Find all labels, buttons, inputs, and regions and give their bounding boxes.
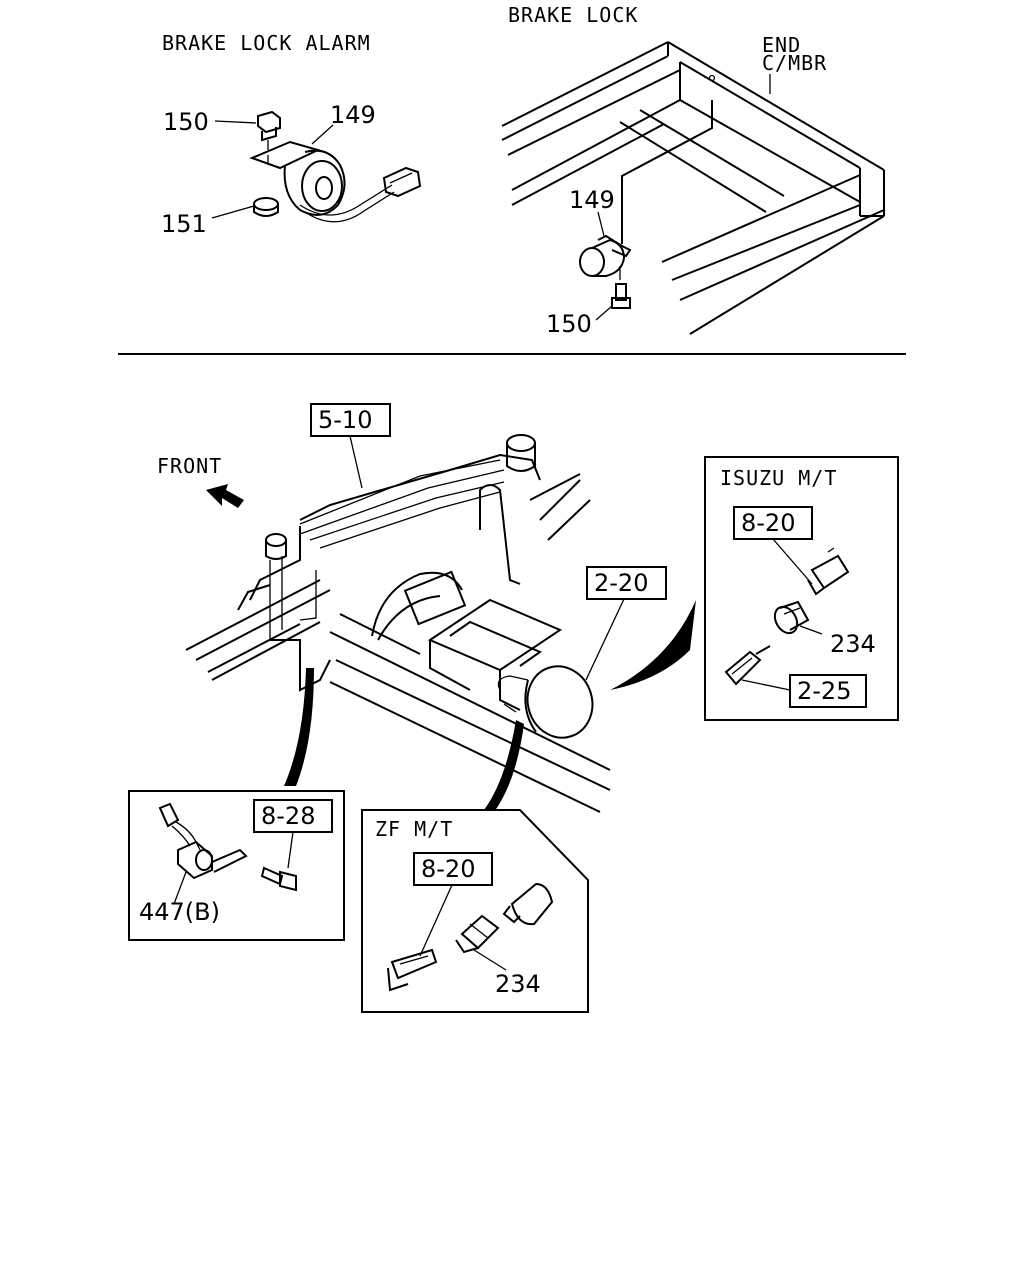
frame-ref-leader (349, 435, 363, 489)
alarm-bolt-leader (214, 120, 257, 124)
switch-unit-number: 447(B) (139, 898, 220, 926)
zf-ref-box (413, 852, 493, 886)
brake-lock-title: BRAKE LOCK (508, 3, 638, 27)
brake-lock-section: BRAKE LOCK END C/MBR (501, 3, 885, 338)
switch-callout-pointer (284, 668, 314, 786)
isuzu-ref-top-text: 8-20 (741, 509, 795, 537)
isuzu-connector-drawing (807, 547, 850, 596)
alarm-nut-drawing (253, 197, 279, 217)
zf-ref-leader (419, 884, 453, 957)
zf-ref-text: 8-20 (421, 855, 475, 883)
front-label: FRONT (157, 454, 222, 478)
isuzu-ref-top-leader (772, 538, 813, 585)
alarm-bolt-drawing (257, 110, 281, 165)
alarm-unit-number: 149 (330, 101, 376, 129)
transmission-drawing (371, 570, 594, 739)
switch-unit-drawing (158, 802, 248, 880)
lock-bolt-drawing (611, 266, 631, 309)
switch-bolt-drawing (260, 866, 297, 892)
transmission-ref-text: 2-20 (594, 569, 648, 597)
zf-sensor-number: 234 (495, 970, 541, 998)
chassis-frame-drawing (185, 453, 611, 813)
end-cmbr-label-line2: C/MBR (762, 51, 827, 75)
alarm-nut-leader (211, 205, 255, 219)
alarm-unit-leader (311, 124, 334, 145)
switch-ref-text: 8-28 (261, 802, 315, 830)
switch-ref-leader (287, 831, 294, 869)
frame-crossmember-drawing (501, 41, 885, 335)
brake-lines-drawing (265, 434, 536, 640)
isuzu-mt-title: ISUZU M/T (720, 466, 837, 490)
switch-ref-box (253, 799, 333, 833)
lock-bolt-leader (595, 305, 613, 321)
isuzu-sensor-drawing (773, 600, 810, 635)
isuzu-sensor-leader (799, 625, 823, 635)
front-arrow-icon (206, 484, 244, 508)
alarm-bolt-number: 150 (163, 108, 209, 136)
zf-mt-title: ZF M/T (375, 817, 453, 841)
lock-bolt-number: 150 (546, 310, 592, 338)
lock-unit-number: 149 (569, 186, 615, 214)
zf-callout-pointer (484, 720, 524, 812)
transmission-ref-box (586, 566, 667, 600)
zf-plug-drawing (387, 948, 438, 992)
lock-unit-drawing (579, 100, 713, 277)
switch-unit-leader (173, 871, 187, 905)
isuzu-sensor-number: 234 (830, 630, 876, 658)
brake-lock-alarm-title: BRAKE LOCK ALARM (162, 31, 371, 55)
isuzu-ref-bottom-leader (741, 679, 791, 691)
isuzu-ref-bottom-box (789, 674, 867, 708)
alarm-nut-number: 151 (161, 210, 207, 238)
end-cmbr-label-line1: END (762, 33, 801, 57)
isuzu-callout-pointer (610, 600, 696, 690)
zf-sensor-drawing (455, 914, 500, 954)
lock-unit-leader (597, 211, 605, 237)
zf-sensor-leader (473, 949, 507, 971)
switch-inset: 8-28 447(B) (128, 790, 345, 941)
zf-mt-inset: ZF M/T 8-20 234 (361, 809, 589, 1013)
isuzu-mt-inset: ISUZU M/T 8-20 234 2-25 (704, 456, 899, 721)
transmission-ref-leader (585, 598, 625, 681)
zf-connector-drawing (502, 882, 554, 926)
main-view-section: FRONT 5-10 (157, 403, 696, 813)
alarm-unit-drawing (249, 140, 422, 223)
brake-lock-alarm-section: BRAKE LOCK ALARM 150 149 15 (161, 31, 422, 238)
isuzu-plug-drawing (724, 645, 771, 686)
frame-ref-text: 5-10 (318, 406, 372, 434)
isuzu-ref-bottom-text: 2-25 (797, 677, 851, 705)
